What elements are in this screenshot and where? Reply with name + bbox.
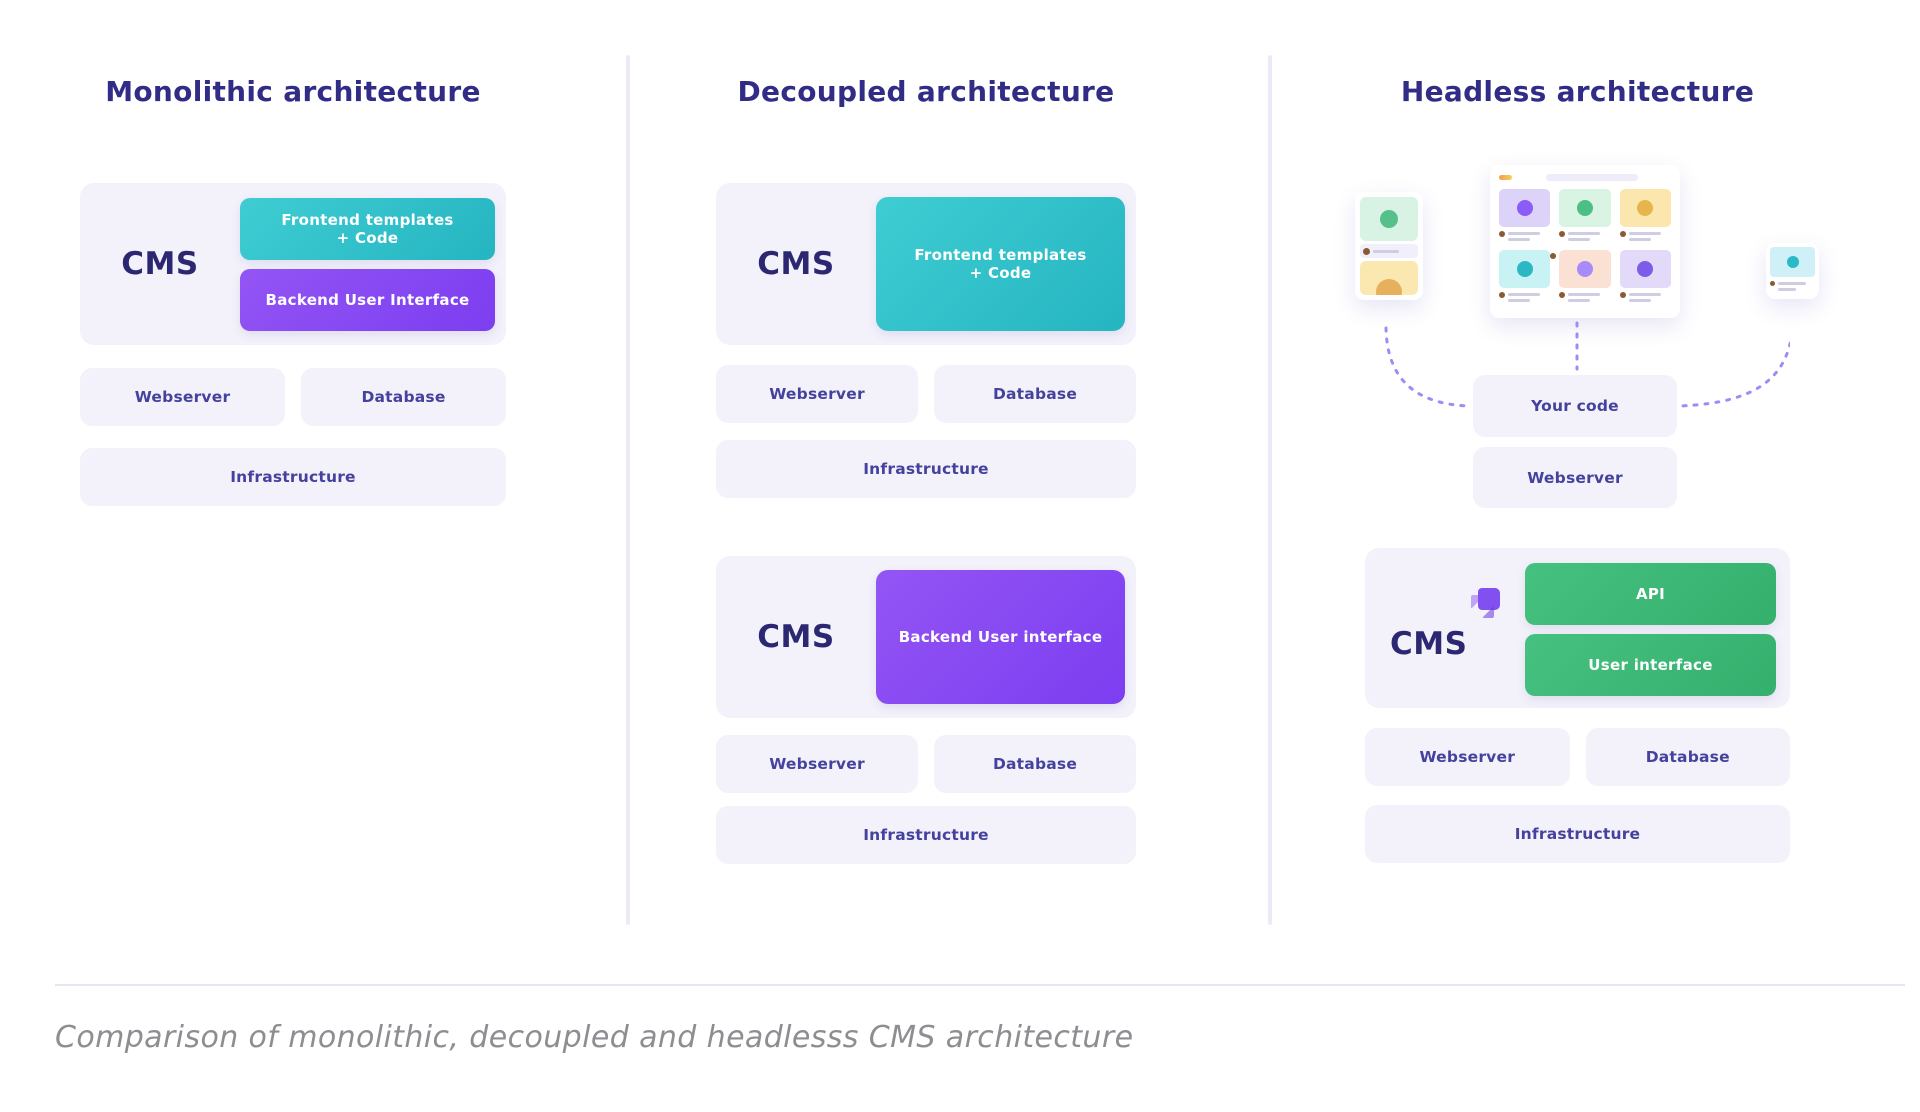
headless-cms-side: CMS: [1365, 548, 1525, 708]
frontend-templates-box: Frontend templates + Code: [240, 197, 495, 260]
mockup-card: [1499, 250, 1551, 302]
headless-server-row: Webserver Database: [1365, 728, 1790, 786]
cms-label: CMS: [1390, 626, 1468, 662]
monolithic-cms-block: CMS Frontend templates + Code Backend Us…: [80, 183, 506, 345]
decoupled-cms-side-2: CMS: [716, 556, 876, 718]
avatar: [1550, 253, 1556, 259]
webserver-box: Webserver: [716, 365, 918, 423]
strapi-logo-icon: [1470, 588, 1500, 618]
decoupled-title: Decoupled architecture: [737, 75, 1115, 108]
panel-decoupled: Decoupled architecture CMS Frontend temp…: [716, 75, 1136, 864]
mockup-meta: [1770, 281, 1815, 291]
webserver-box: Webserver: [1365, 728, 1570, 786]
panel-divider-left: [626, 55, 630, 925]
panel-headless: Headless architecture: [1355, 75, 1819, 863]
mockup-card: [1559, 189, 1611, 241]
monolithic-cms-stack: Frontend templates + Code Backend User I…: [240, 183, 506, 345]
user-interface-box: User interface: [1525, 633, 1776, 696]
monolithic-title: Monolithic architecture: [105, 75, 481, 108]
monolithic-server-row: Webserver Database: [80, 368, 506, 426]
panel-monolithic: Monolithic architecture CMS Frontend tem…: [80, 75, 506, 506]
cms-brand-group: CMS: [1390, 588, 1500, 668]
mockup-card: [1619, 250, 1671, 302]
cms-label: CMS: [121, 246, 199, 282]
database-box: Database: [301, 368, 506, 426]
cms-label: CMS: [757, 619, 835, 655]
decoupled-frontend-cms-block: CMS Frontend templates + Code: [716, 183, 1136, 345]
infrastructure-box: Infrastructure: [80, 448, 506, 506]
headless-cms-stack: API User interface: [1525, 548, 1790, 708]
webserver-box: Webserver: [1473, 447, 1677, 508]
mockup-image-cyan: [1770, 247, 1815, 277]
backend-user-interface-box: Backend User Interface: [240, 268, 495, 331]
headless-frontends-zone: Your code Webserver: [1355, 165, 1819, 510]
decoupled-frontend-stack: Frontend templates + Code: [876, 183, 1136, 345]
monolithic-cms-side: CMS: [80, 183, 240, 345]
webserver-box: Webserver: [80, 368, 285, 426]
decoupled-cms-side-1: CMS: [716, 183, 876, 345]
cms-label: CMS: [757, 246, 835, 282]
infrastructure-box: Infrastructure: [716, 806, 1136, 864]
headless-cms-block: CMS API User interface: [1365, 548, 1790, 708]
database-box: Database: [934, 735, 1136, 793]
mockup-image-yellow: [1360, 261, 1418, 295]
your-code-box: Your code: [1473, 375, 1677, 437]
frontend-templates-box: Frontend templates + Code: [876, 197, 1125, 331]
figure-caption: Comparison of monolithic, decoupled and …: [55, 1020, 1134, 1055]
mockup-card-grid: [1499, 189, 1671, 302]
mockup-list-row: [1360, 244, 1418, 258]
infrastructure-box: Infrastructure: [1365, 805, 1790, 863]
mockup-card: [1559, 250, 1611, 302]
database-box: Database: [1585, 728, 1790, 786]
mockup-card: [1619, 189, 1671, 241]
mobile-app-mockup: [1355, 192, 1423, 300]
caption-divider-line: [55, 984, 1905, 986]
website-mockup: [1490, 165, 1680, 318]
mockup-card: [1499, 189, 1551, 241]
decoupled-backend-stack: Backend User interface: [876, 556, 1136, 718]
text-line: [1373, 249, 1399, 253]
mockup-logo: [1499, 174, 1512, 180]
avatar: [1363, 247, 1370, 255]
decoupled-server-row-1: Webserver Database: [716, 365, 1136, 423]
database-box: Database: [934, 365, 1136, 423]
widget-card-mockup: [1766, 243, 1819, 299]
headless-title: Headless architecture: [1400, 75, 1755, 108]
avatar: [1770, 281, 1775, 286]
webserver-box: Webserver: [716, 735, 918, 793]
panel-divider-right: [1268, 55, 1272, 925]
mockup-header: [1499, 172, 1671, 182]
mockup-image-green: [1360, 197, 1418, 241]
decoupled-server-row-2: Webserver Database: [716, 735, 1136, 793]
backend-user-interface-box: Backend User interface: [876, 570, 1125, 704]
infrastructure-box: Infrastructure: [716, 440, 1136, 498]
mockup-searchbar: [1545, 173, 1638, 181]
api-box: API: [1525, 562, 1776, 625]
decoupled-backend-cms-block: CMS Backend User interface: [716, 556, 1136, 718]
